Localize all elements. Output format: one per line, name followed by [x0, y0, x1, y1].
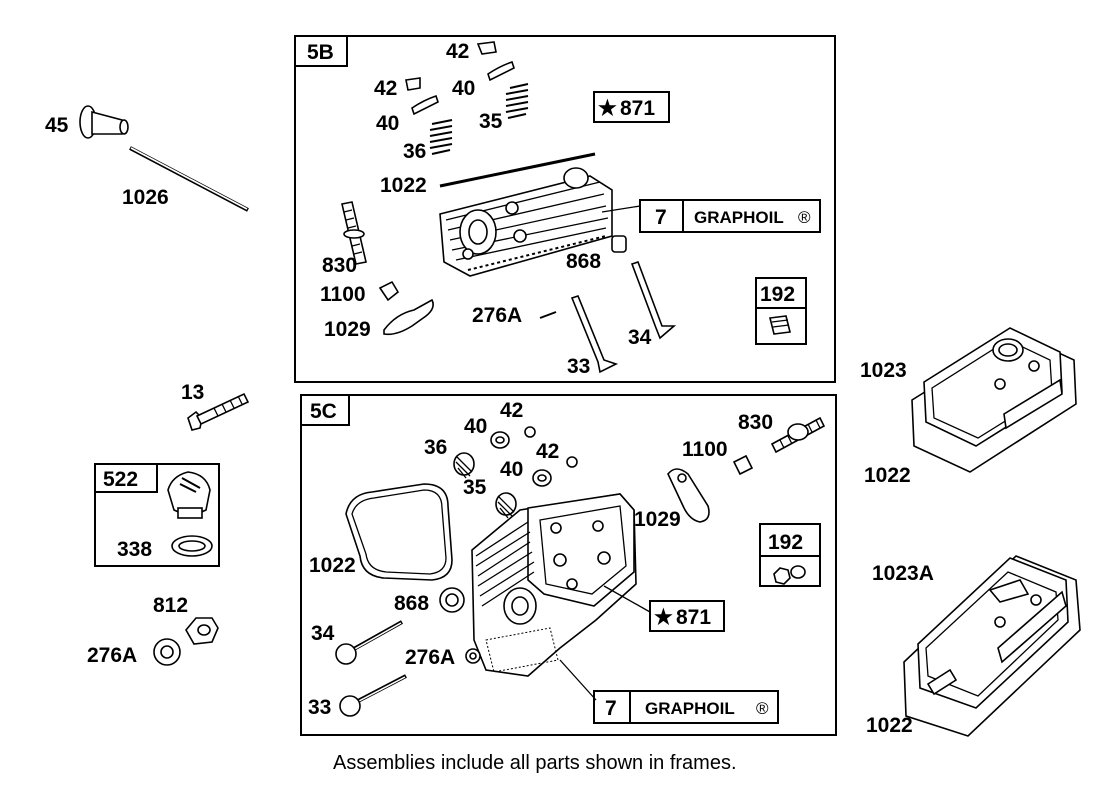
- part-1026-push-rod: [129, 146, 249, 212]
- c-cylinder-head: [471, 493, 651, 701]
- part-812-fitting: [185, 617, 219, 645]
- frame-5b-label: 5B: [307, 41, 334, 64]
- b-192-number: 192: [760, 283, 795, 306]
- b-192-box: 192: [755, 277, 807, 345]
- callout-c-40b: 40: [500, 458, 523, 481]
- c-graphoil-registered: ®: [756, 699, 769, 718]
- callout-c-33: 33: [308, 696, 331, 719]
- c-192-number: 192: [768, 531, 803, 554]
- b-cylinder-head: [439, 152, 641, 277]
- callout-c-1022: 1022: [309, 554, 356, 577]
- callout-c-276a: 276A: [405, 646, 455, 669]
- b-valve-train-parts: [405, 41, 529, 155]
- callout-c-1100: 1100: [682, 438, 728, 461]
- callout-13: 13: [181, 381, 204, 404]
- callout-c-42b: 42: [536, 440, 559, 463]
- callout-812: 812: [153, 594, 188, 617]
- callout-c-35: 35: [463, 476, 487, 499]
- callout-b-42a: 42: [446, 40, 469, 63]
- callout-1026: 1026: [122, 186, 169, 209]
- b-graphoil-number: 7: [655, 206, 667, 229]
- callout-b-35: 35: [479, 110, 503, 133]
- frame-5c: 5C: [300, 394, 837, 736]
- c-rocker-parts: [667, 416, 826, 523]
- c-valves: [335, 587, 481, 717]
- b-871-star: ★: [598, 97, 617, 120]
- c-871-number: 871: [676, 606, 711, 629]
- b-graphoil-text: GRAPHOIL: [694, 208, 784, 227]
- callout-1023: 1023: [860, 359, 907, 382]
- c-graphoil-text: GRAPHOIL: [645, 699, 735, 718]
- c-871-star: ★: [654, 606, 673, 629]
- callout-b-42b: 42: [374, 77, 397, 100]
- c-valve-train-parts: [453, 426, 578, 519]
- part-1023a-valve-cover: [903, 555, 1081, 737]
- callout-c-34: 34: [311, 622, 335, 645]
- callout-c-830: 830: [738, 411, 773, 434]
- frame-5c-label: 5C: [310, 400, 337, 423]
- c-gasket: [345, 483, 453, 581]
- part-13-bolt: [187, 392, 250, 431]
- callout-b-1029: 1029: [324, 318, 371, 341]
- b-871-number: 871: [620, 97, 655, 120]
- callout-b-34: 34: [628, 326, 652, 349]
- callout-b-40b: 40: [376, 112, 399, 135]
- b-rocker-parts: [341, 201, 434, 336]
- part-1023-valve-cover: [911, 327, 1077, 473]
- callout-c-40a: 40: [464, 415, 487, 438]
- callout-c-42a: 42: [500, 399, 523, 422]
- c-192-box: 192: [759, 523, 821, 587]
- b-871-box: [593, 91, 670, 123]
- b-graphoil-box: 7 GRAPHOIL ®: [639, 199, 821, 233]
- c-graphoil-box: 7 GRAPHOIL ®: [593, 690, 779, 724]
- callout-b-36: 36: [403, 140, 426, 163]
- b-graphoil-registered: ®: [798, 208, 811, 227]
- c-graphoil-number: 7: [605, 697, 617, 720]
- callout-b-33: 33: [567, 355, 590, 378]
- callout-b-868: 868: [566, 250, 601, 273]
- part-276a-washer-left: [153, 638, 181, 666]
- callout-c-36: 36: [424, 436, 447, 459]
- callout-b-276a: 276A: [472, 304, 522, 327]
- callout-1023a: 1023A: [872, 562, 934, 585]
- kit-522-label: 522: [103, 468, 138, 491]
- kit-338-label: 338: [117, 538, 152, 561]
- callout-45: 45: [45, 114, 69, 137]
- b-valves: [539, 235, 677, 374]
- c-871-box: [649, 600, 725, 632]
- callout-b-1022: 1022: [380, 174, 427, 197]
- kit-522-box: 522 338: [94, 463, 220, 567]
- footer-note: Assemblies include all parts shown in fr…: [333, 752, 737, 774]
- callout-b-40a: 40: [452, 77, 475, 100]
- part-45-lifter: [79, 105, 129, 139]
- callout-b-830: 830: [322, 254, 357, 277]
- callout-c-1029: 1029: [634, 508, 681, 531]
- callout-b-1100: 1100: [320, 283, 366, 306]
- callout-c-868: 868: [394, 592, 429, 615]
- callout-276a-left: 276A: [87, 644, 137, 667]
- frame-5b: 5B: [294, 35, 836, 383]
- callout-1022-right-top: 1022: [864, 464, 911, 487]
- callout-1022-right-bottom: 1022: [866, 714, 913, 737]
